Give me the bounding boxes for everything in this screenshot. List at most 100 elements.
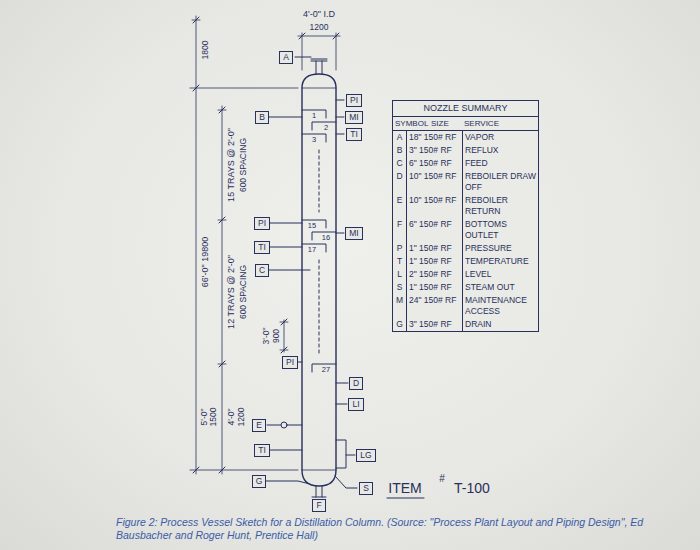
- nozzle-tag: D: [349, 377, 363, 390]
- table-cell: C: [393, 157, 406, 170]
- table-cell: M: [393, 294, 406, 318]
- nozzle-tag: TI: [346, 128, 362, 141]
- dimension-text: 5'-0": [200, 409, 209, 426]
- table-cell: 10" 150# RF: [406, 194, 462, 218]
- tag-letter: G: [256, 476, 263, 487]
- table-cell: BOTTOMS OUTLET: [462, 218, 538, 242]
- table-cell: 1" 150# RF: [406, 281, 462, 294]
- item-number: ITEM: [388, 481, 421, 495]
- table-cell: LEVEL: [462, 268, 538, 281]
- tag-letter: TI: [258, 242, 266, 253]
- item-underline: [387, 498, 424, 499]
- figure-caption: Figure 2: Process Vessel Sketch for a Di…: [116, 516, 676, 542]
- dimension-text: 1200: [237, 408, 246, 427]
- table-cell: STEAM OUT: [462, 281, 538, 294]
- tag-letter: F: [316, 500, 321, 511]
- nozzle-tag: LI: [348, 398, 363, 411]
- tag-letter: PI: [286, 357, 294, 368]
- dimension-text: 12 TRAYS @ 2'-0": [227, 255, 236, 329]
- nozzle-tag: MI: [345, 227, 362, 240]
- nozzle-tag: TI: [254, 444, 270, 457]
- dimension-text: 3'-0": [262, 328, 271, 345]
- table-cell: DRAIN: [462, 318, 538, 331]
- table-cell: 6" 150# RF: [406, 157, 462, 170]
- table-cell: 1" 150# RF: [406, 242, 462, 255]
- dimension-text: 15 TRAYS @ 2'-0": [227, 128, 236, 202]
- table-cell: 10" 150# RF: [406, 170, 462, 194]
- table-cell: VAPOR: [462, 131, 538, 144]
- dimension-text: 1200: [310, 23, 329, 32]
- item-number: T-100: [454, 481, 490, 495]
- nozzle-tag: PI: [282, 356, 298, 369]
- dimension-text: 66'-0" 19800: [201, 237, 210, 287]
- table-cell: 2" 150# RF: [406, 268, 462, 281]
- tray-number: 27: [322, 366, 330, 374]
- table-cell: REFLUX: [462, 144, 538, 157]
- table-cell: G: [393, 318, 406, 331]
- vapor-nozzle: [311, 59, 327, 74]
- tag-letter: MI: [349, 112, 358, 123]
- nozzle-tag: PI: [346, 94, 362, 107]
- tag-letter: PI: [258, 218, 266, 229]
- tag-letter: LI: [352, 399, 359, 410]
- table-cell: 3" 150# RF: [406, 144, 462, 157]
- tray-number: 2: [324, 124, 328, 132]
- nozzle-tag: LG: [356, 449, 375, 462]
- table-head: SYMBOL: [393, 117, 429, 130]
- tag-letter: E: [256, 420, 262, 431]
- nozzle-tag: B: [255, 111, 269, 124]
- table-cell: E: [393, 194, 406, 218]
- table-cell: 3" 150# RF: [406, 318, 462, 331]
- column-shell: [302, 74, 336, 486]
- dimension-text: 1500: [209, 408, 218, 427]
- table-cell: REBOILER RETURN: [462, 194, 538, 218]
- nozzle-tag: A: [279, 51, 293, 64]
- table-cell: D: [393, 170, 406, 194]
- dimension-lines: [190, 16, 340, 474]
- table-cell: T: [393, 255, 406, 268]
- nozzle-leaders: [266, 57, 357, 497]
- nozzle-tag: F: [312, 499, 325, 512]
- tag-letter: LG: [360, 450, 371, 461]
- table-cell: S: [393, 281, 406, 294]
- tangent-line: [302, 88, 336, 470]
- table-cell: F: [393, 218, 406, 242]
- table-cell: MAINTENANCE ACCESS: [462, 294, 538, 318]
- table-body: A18" 150# RFVAPORB3" 150# RFREFLUXC6" 15…: [393, 131, 538, 331]
- tag-letter: A: [283, 52, 289, 63]
- nozzle-tag: PI: [254, 217, 270, 230]
- nozzle-tag: E: [252, 419, 266, 432]
- tray-number: 17: [308, 246, 316, 254]
- tag-letter: TI: [350, 129, 358, 140]
- dimension-text: 600 SPACING: [239, 138, 248, 192]
- tray-number: 15: [308, 222, 316, 230]
- table-head: SIZE: [429, 117, 462, 130]
- dimension-text: 600 SPACING: [239, 265, 248, 319]
- table-cell: A: [393, 131, 406, 144]
- tag-letter: D: [353, 378, 359, 389]
- dimension-text: 1800: [201, 41, 210, 60]
- nozzle-tag: G: [252, 475, 267, 488]
- tag-letter: TI: [258, 445, 266, 456]
- table-head-row: SYMBOLSIZESERVICE: [393, 117, 538, 131]
- dimension-text: 900: [272, 329, 281, 343]
- table-cell: 24" 150# RF: [406, 294, 462, 318]
- table-cell: L: [393, 268, 406, 281]
- table-cell: FEED: [462, 157, 538, 170]
- tray-continuation: [319, 150, 320, 356]
- table-title: NOZZLE SUMMARY: [393, 101, 538, 117]
- nozzle-tag: C: [255, 264, 269, 277]
- tag-letter: C: [259, 265, 265, 276]
- dimension-text: 4'-0" I.D: [303, 10, 335, 19]
- nozzle-tag: S: [359, 482, 373, 495]
- tag-letter: B: [259, 112, 265, 123]
- dimension-ticks: [193, 17, 339, 473]
- nozzle-table: NOZZLE SUMMARYSYMBOLSIZESERVICEA18" 150#…: [392, 100, 539, 332]
- table-cell: 18" 150# RF: [406, 131, 462, 144]
- trays: [302, 110, 336, 372]
- table-cell: B: [393, 144, 406, 157]
- valve-symbol: [281, 422, 287, 428]
